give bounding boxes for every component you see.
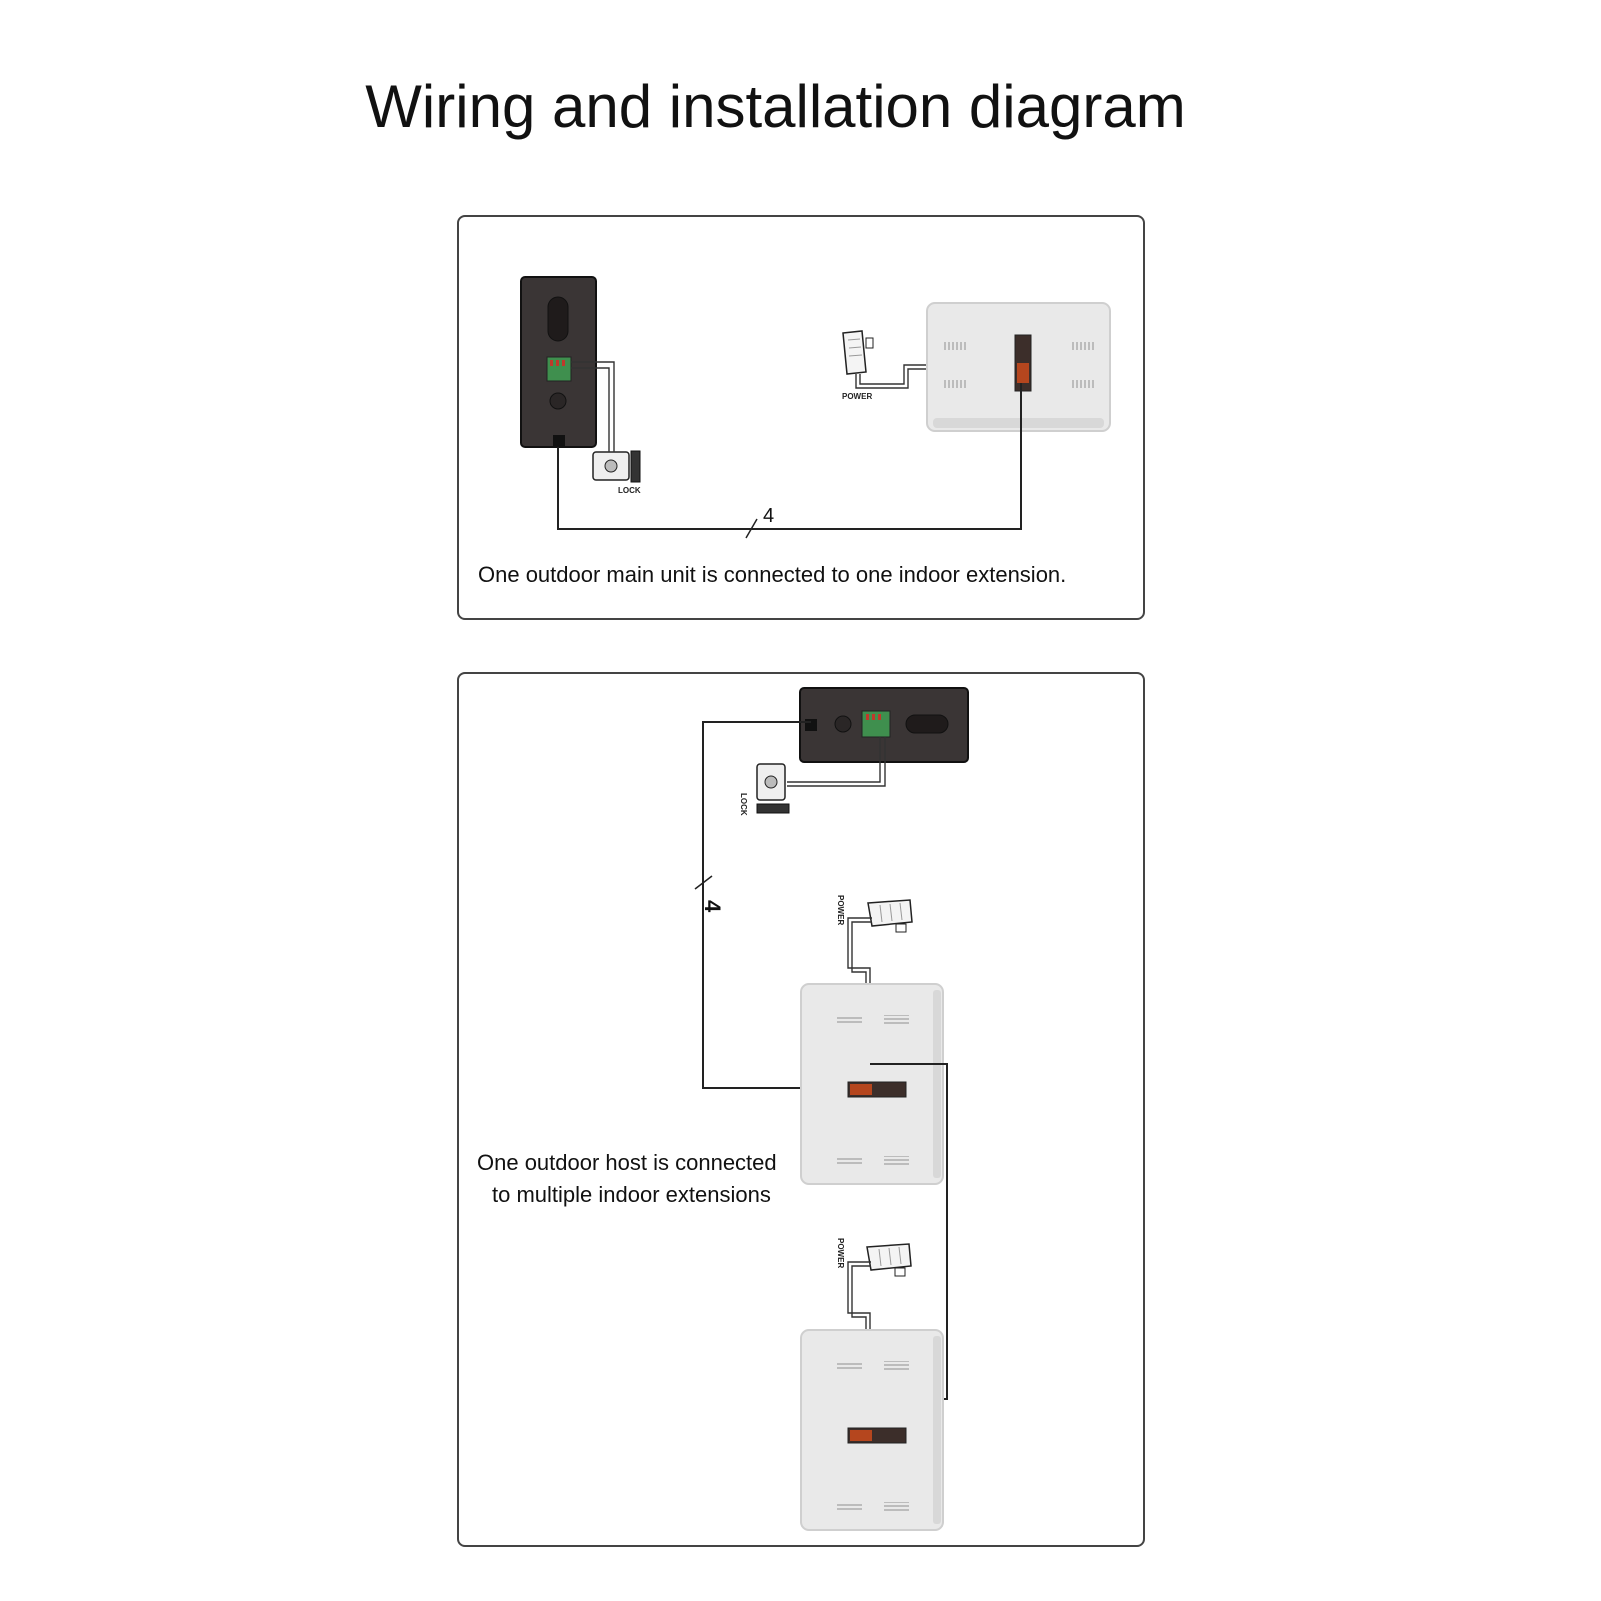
page-title: Wiring and installation diagram <box>365 73 1186 140</box>
multi-caption-line2: to multiple indoor extensions <box>492 1182 771 1207</box>
power-adapter-icon <box>842 330 874 375</box>
single-caption: One outdoor main unit is connected to on… <box>478 562 1067 587</box>
wire-count-label: 4 <box>763 505 774 527</box>
lock-label: LOCK <box>618 486 641 495</box>
main-wire <box>557 383 1022 530</box>
lock-icon-2 <box>756 763 790 814</box>
lock-wire-2b <box>787 737 886 787</box>
lock-wire-b <box>571 367 610 452</box>
power-label: POWER <box>842 392 872 401</box>
indoor-monitor-1 <box>800 983 944 1185</box>
power-label-3: POWER <box>836 1238 845 1268</box>
outdoor-unit-2 <box>799 687 969 763</box>
lock-wire-a <box>571 361 615 452</box>
multi-caption-line1: One outdoor host is connected <box>477 1150 777 1175</box>
wire-count-tick <box>745 518 758 539</box>
power-adapter-icon-3 <box>866 1243 912 1277</box>
wire-count-tick-2 <box>694 875 713 890</box>
indoor-monitor-2 <box>800 1329 944 1531</box>
power-adapter-icon-2 <box>867 899 913 933</box>
main-wire-2 <box>702 721 860 1089</box>
lock-icon <box>592 450 641 483</box>
wire-count-label-2: 4 <box>700 900 725 913</box>
indoor-monitor <box>926 302 1111 432</box>
lock-wire-2a <box>787 737 881 783</box>
power-label-2: POWER <box>836 895 845 925</box>
lock-label-2: LOCK <box>739 793 748 816</box>
